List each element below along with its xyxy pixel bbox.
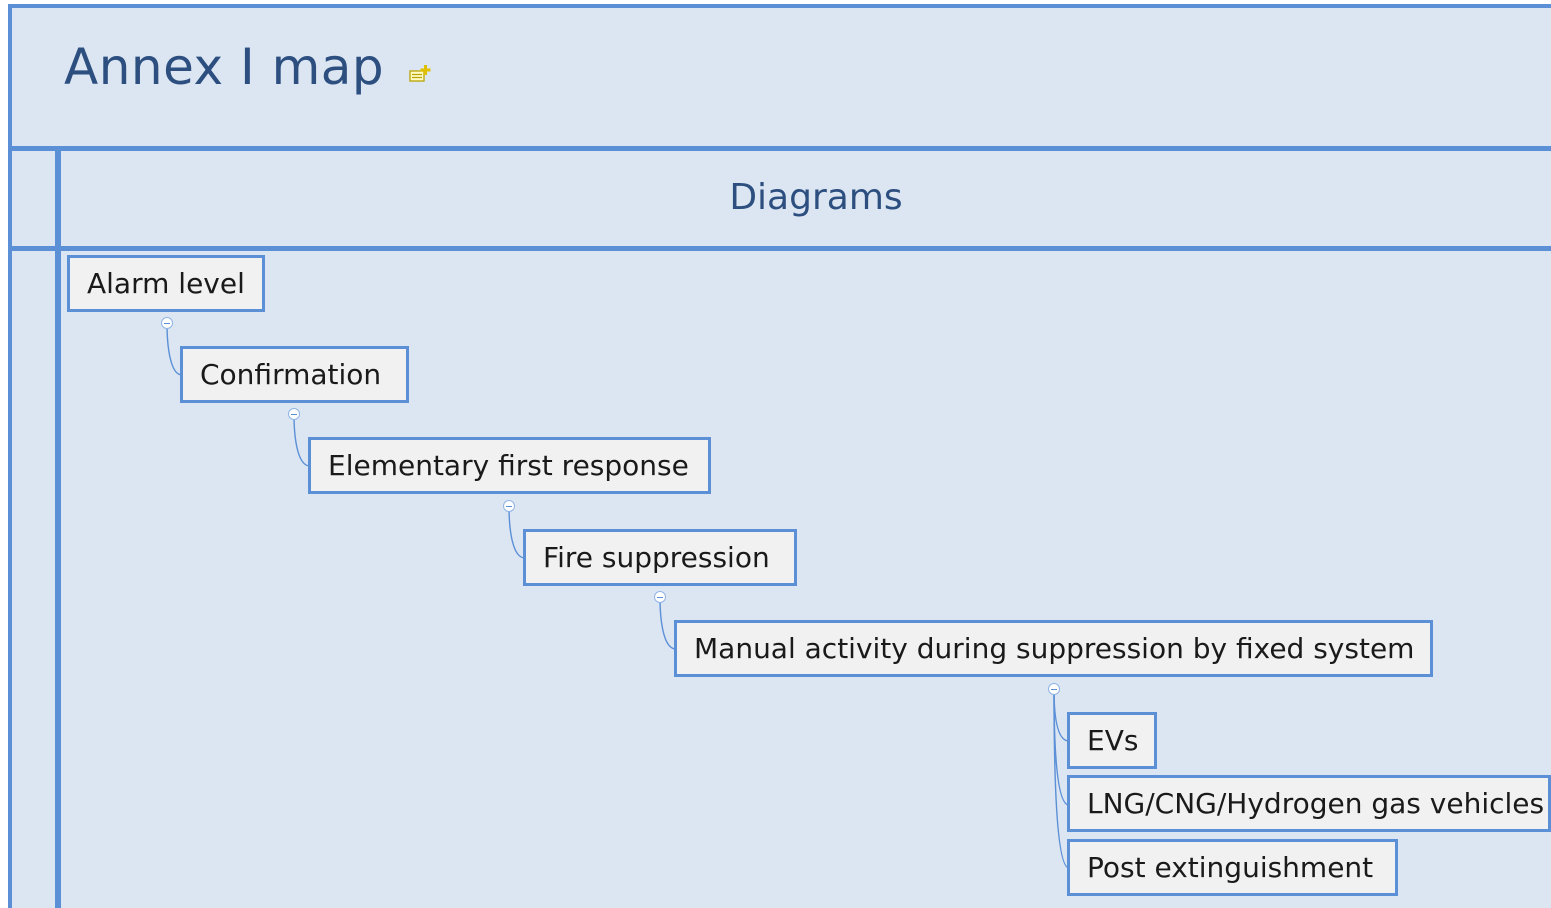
map-title: Annex I map xyxy=(64,38,385,96)
node-fire-suppression[interactable]: Fire suppression xyxy=(523,529,797,586)
node-gas-vehicles[interactable]: LNG/CNG/Hydrogen gas vehicles xyxy=(1067,775,1551,832)
note-add-icon[interactable] xyxy=(407,63,433,85)
node-manual-activity-fixed-system[interactable]: Manual activity during suppression by fi… xyxy=(674,620,1433,677)
collapse-toggle-icon[interactable] xyxy=(161,317,173,329)
node-alarm-level[interactable]: Alarm level xyxy=(67,255,265,312)
lane-divider xyxy=(55,148,61,908)
section-label-diagrams: Diagrams xyxy=(729,177,903,218)
map-frame xyxy=(8,4,1551,908)
node-elementary-first-response[interactable]: Elementary first response xyxy=(308,437,711,494)
header-divider xyxy=(8,146,1551,151)
collapse-toggle-icon[interactable] xyxy=(654,591,666,603)
collapse-toggle-icon[interactable] xyxy=(503,500,515,512)
node-evs[interactable]: EVs xyxy=(1067,712,1157,769)
section-divider xyxy=(8,246,1551,251)
collapse-toggle-icon[interactable] xyxy=(1048,683,1060,695)
node-post-extinguishment[interactable]: Post extinguishment xyxy=(1067,839,1398,896)
node-confirmation[interactable]: Confirmation xyxy=(180,346,409,403)
collapse-toggle-icon[interactable] xyxy=(288,408,300,420)
